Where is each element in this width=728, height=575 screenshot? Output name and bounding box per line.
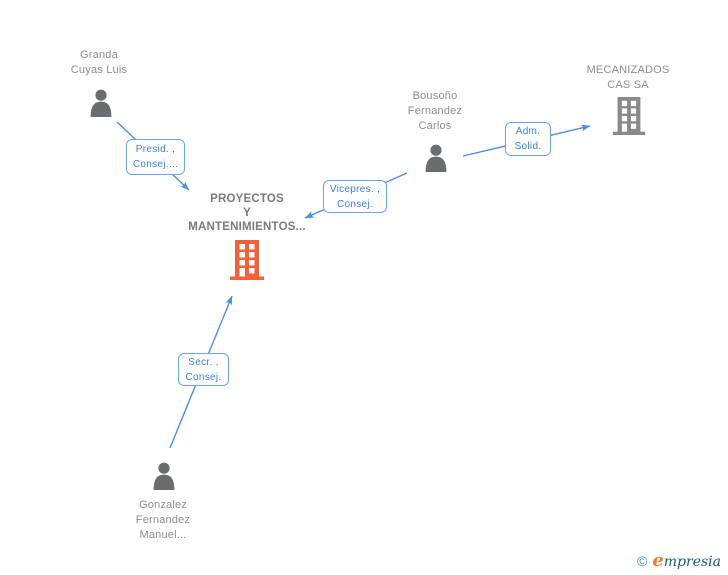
edge-label-line: Solid. (514, 141, 542, 152)
brand-initial: e (652, 550, 664, 571)
edge-label-line: Vicepres. , (329, 183, 381, 195)
node-label-line: Granda (80, 49, 118, 61)
edge-label-line: Consej.... (132, 159, 179, 170)
building-icon[interactable] (230, 240, 264, 280)
edge-label-line: Secr. , (188, 356, 219, 368)
node-label-bousono-fernandez-carlos[interactable]: Bousoño Fernandez Carlos (365, 89, 505, 134)
edge-label-vicepres-consej[interactable]: Vicepres. , Consej. (323, 180, 387, 213)
node-label-line: MECANIZADOS (586, 64, 670, 76)
node-label-line: MANTENIMIENTOS... (188, 221, 306, 233)
node-label-line: Gonzalez (138, 499, 188, 511)
node-label-line: Manuel... (139, 529, 187, 541)
edge-label-line: Consej. (185, 371, 222, 383)
person-icon[interactable] (86, 89, 116, 117)
edge-label-line: Presid. , (135, 144, 176, 155)
copyright-icon: © (636, 553, 648, 569)
node-label-line: Bousoño (412, 90, 458, 102)
node-label-line: Cuyas Luis (70, 64, 128, 76)
node-label-line: CAS SA (607, 79, 649, 91)
node-label-gonzalez-fernandez-manuel[interactable]: Gonzalez Fernandez Manuel... (93, 498, 233, 543)
edge-label-presid-consej[interactable]: Presid. , Consej.... (126, 139, 185, 175)
node-label-mecanizados-cas-sa[interactable]: MECANIZADOS CAS SA (553, 63, 703, 93)
node-label-line: Fernandez (407, 105, 463, 117)
brand-rest: mpresia (663, 554, 721, 570)
edge-label-line: Adm. (515, 126, 541, 137)
node-label-proyectos-y-mantenimientos[interactable]: PROYECTOS Y MANTENIMIENTOS... (167, 192, 327, 234)
person-icon[interactable] (421, 144, 451, 172)
node-label-line: Y (243, 207, 251, 219)
empresia-wordmark: empresia (652, 550, 721, 571)
empresia-logo[interactable]: © empresia (637, 550, 721, 571)
building-icon[interactable] (612, 97, 646, 135)
edge-label-secr-consej[interactable]: Secr. , Consej. (178, 353, 229, 386)
node-label-line: PROYECTOS (210, 193, 284, 205)
edge-label-line: Consej. (336, 198, 373, 210)
node-label-line: Carlos (418, 120, 452, 132)
edge-label-adm-solid[interactable]: Adm. Solid. (505, 122, 551, 156)
person-icon[interactable] (149, 462, 179, 490)
node-label-granda-cuyas-luis[interactable]: Granda Cuyas Luis (29, 48, 169, 78)
node-label-line: Fernandez (135, 514, 191, 526)
